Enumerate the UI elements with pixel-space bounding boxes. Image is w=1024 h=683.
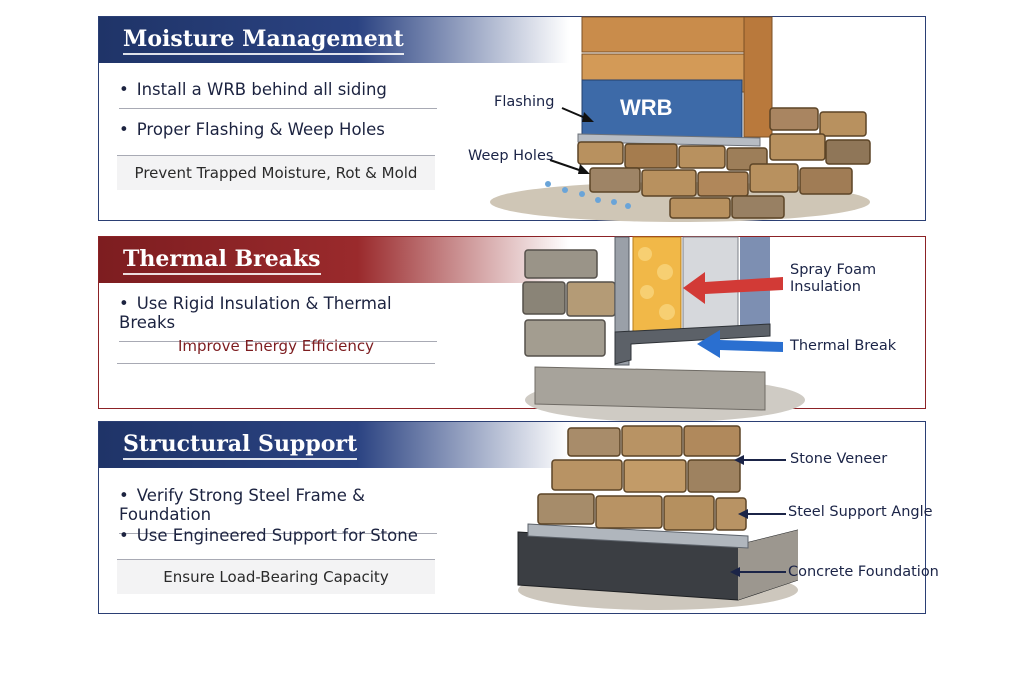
thermal-break-label: Thermal Break <box>790 338 897 354</box>
flashing-label: Flashing <box>494 94 555 110</box>
structural-illustration <box>517 425 798 610</box>
thermal-illustration <box>522 236 805 422</box>
thermal-title: Thermal Breaks <box>123 246 321 275</box>
moisture-bullet-1: Install a WRB behind all siding <box>119 80 437 109</box>
structural-header: Structural Support <box>99 422 569 468</box>
structural-bullet-1: Verify Strong Steel Frame & Foundation <box>119 486 437 534</box>
thermal-header: Thermal Breaks <box>99 237 569 283</box>
moisture-title: Moisture Management <box>123 26 404 55</box>
thermal-bullet-1: Use Rigid Insulation & Thermal Breaks <box>119 294 437 342</box>
stone-veneer-label: Stone Veneer <box>790 451 888 467</box>
moisture-note: Prevent Trapped Moisture, Rot & Mold <box>117 155 435 190</box>
structural-bullet-2: Use Engineered Support for Stone <box>119 526 437 554</box>
wrb-label: WRB <box>620 95 673 120</box>
spray-foam-label: Spray Foam Insulation <box>790 262 877 296</box>
structural-title: Structural Support <box>123 431 358 460</box>
steel-support-angle-label: Steel Support Angle <box>788 504 933 520</box>
thermal-panel: Thermal Breaks Use Rigid Insulation & Th… <box>98 236 926 409</box>
structural-note: Ensure Load-Bearing Capacity <box>117 559 435 594</box>
weep-holes-label: Weep Holes <box>468 148 554 164</box>
moisture-illustration: WRB <box>490 16 871 222</box>
thermal-note: Improve Energy Efficiency <box>117 329 435 364</box>
moisture-header: Moisture Management <box>99 17 569 63</box>
concrete-foundation-label: Concrete Foundation <box>788 564 939 580</box>
moisture-bullet-2: Proper Flashing & Weep Holes <box>119 120 437 148</box>
